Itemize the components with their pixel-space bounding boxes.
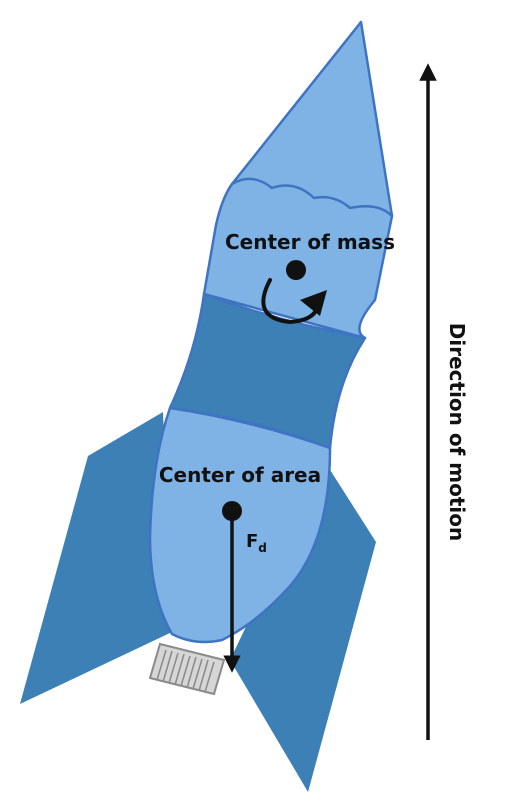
- drag-force-subscript: d: [258, 541, 267, 555]
- center-of-area-dot: [222, 501, 242, 521]
- center-of-mass-dot: [286, 260, 306, 280]
- center-of-mass-label: Center of mass: [225, 230, 395, 254]
- rotation-arrow: [261, 278, 327, 325]
- left-fin: [20, 412, 172, 704]
- drag-force-label: Fd: [246, 531, 267, 555]
- bottle-cap: [148, 642, 226, 696]
- right-fin: [230, 462, 376, 792]
- center-of-area-label: Center of area: [159, 463, 321, 487]
- direction-of-motion-label: Direction of motion: [445, 323, 469, 541]
- drag-force-symbol: F: [246, 531, 258, 552]
